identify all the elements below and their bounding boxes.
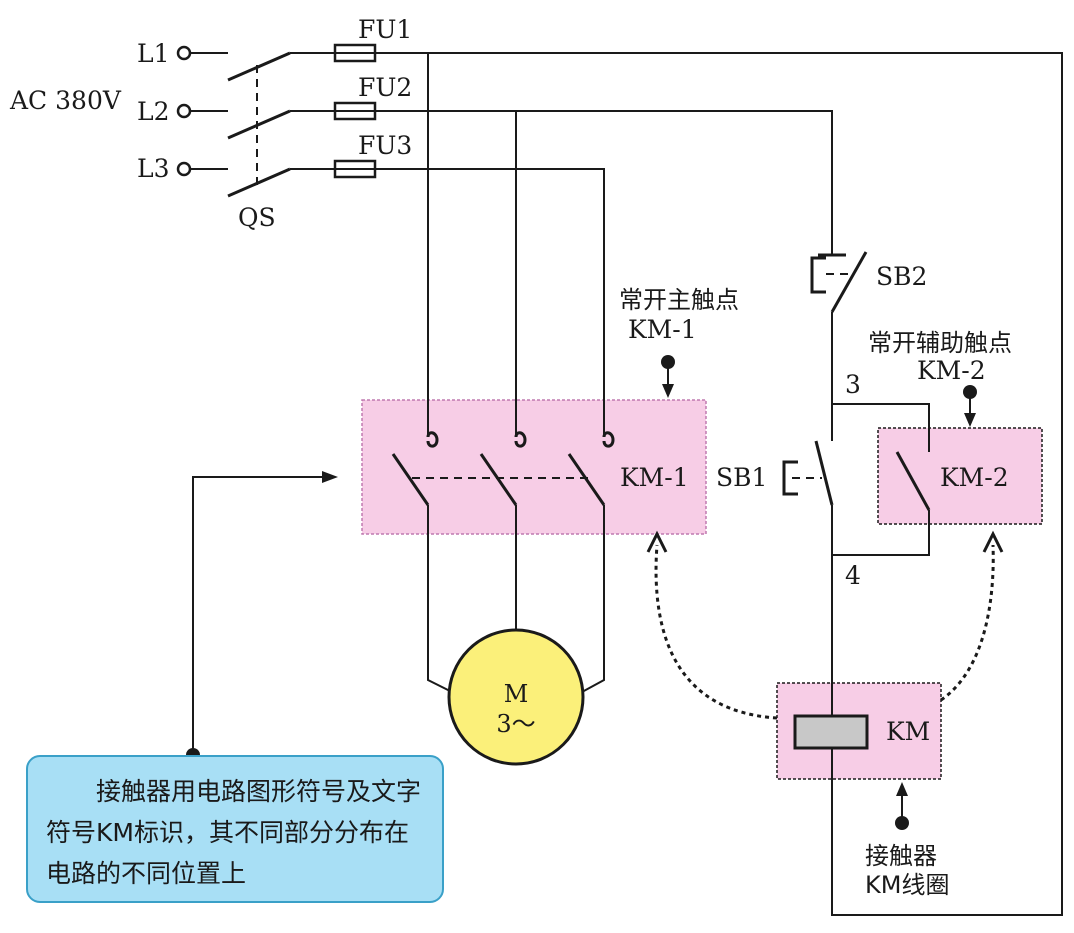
fu1-label: FU1 — [358, 15, 412, 44]
l3-label: L3 — [137, 154, 170, 183]
main-link-arrowhead — [646, 530, 668, 553]
km1-main-contacts — [391, 431, 615, 506]
note-connector-arrowhead — [322, 471, 338, 483]
km2-contact-box — [877, 427, 1043, 525]
node-3-label: 3 — [845, 370, 861, 399]
coil-caption-line1: 接触器 — [865, 842, 937, 870]
fu3-label: FU3 — [358, 131, 412, 160]
l2-terminal — [176, 103, 192, 119]
sb1-start-button — [782, 404, 834, 506]
motor-label-m: M — [504, 680, 529, 708]
qs-label: QS — [238, 203, 276, 232]
km-coil-label: KM — [886, 717, 930, 746]
main-contact-code: KM-1 — [628, 315, 697, 344]
aux-link-arrowhead — [982, 530, 1004, 553]
coil-to-aux-link — [940, 544, 995, 702]
fu2-label: FU2 — [358, 73, 412, 102]
motor-label-phase: 3～ — [496, 710, 535, 738]
l2-label: L2 — [137, 97, 170, 126]
km-coil — [793, 714, 869, 750]
qs-switch — [227, 51, 291, 198]
km2-box-label: KM-2 — [940, 463, 1009, 492]
sb1-label: SB1 — [716, 463, 767, 492]
ac-voltage-label: AC 380V — [9, 86, 122, 115]
km2-pointer-arrowhead — [964, 413, 976, 427]
sb2-label: SB2 — [876, 262, 927, 291]
km1-pointer-arrowhead — [662, 384, 674, 398]
aux-contact-title: 常开辅助触点 — [868, 329, 1012, 357]
km1-contact-box — [361, 399, 707, 535]
coil-pointer-arrowhead — [896, 782, 908, 796]
main-contact-title: 常开主触点 — [619, 286, 739, 314]
l1-terminal — [176, 45, 192, 61]
explanation-note: 接触器用电路图形符号及文字符号KM标识，其不同部分分布在电路的不同位置上 — [26, 755, 444, 903]
km1-box-label: KM-1 — [620, 463, 689, 492]
l1-label: L1 — [137, 39, 170, 68]
sb2-stop-button — [810, 251, 868, 313]
l3-terminal — [176, 161, 192, 177]
coil-caption-line2: KM线圈 — [865, 871, 949, 899]
coil-to-main-link — [654, 544, 778, 720]
node-4-label: 4 — [845, 561, 861, 590]
motor-m — [447, 628, 585, 766]
aux-contact-code: KM-2 — [917, 356, 986, 385]
